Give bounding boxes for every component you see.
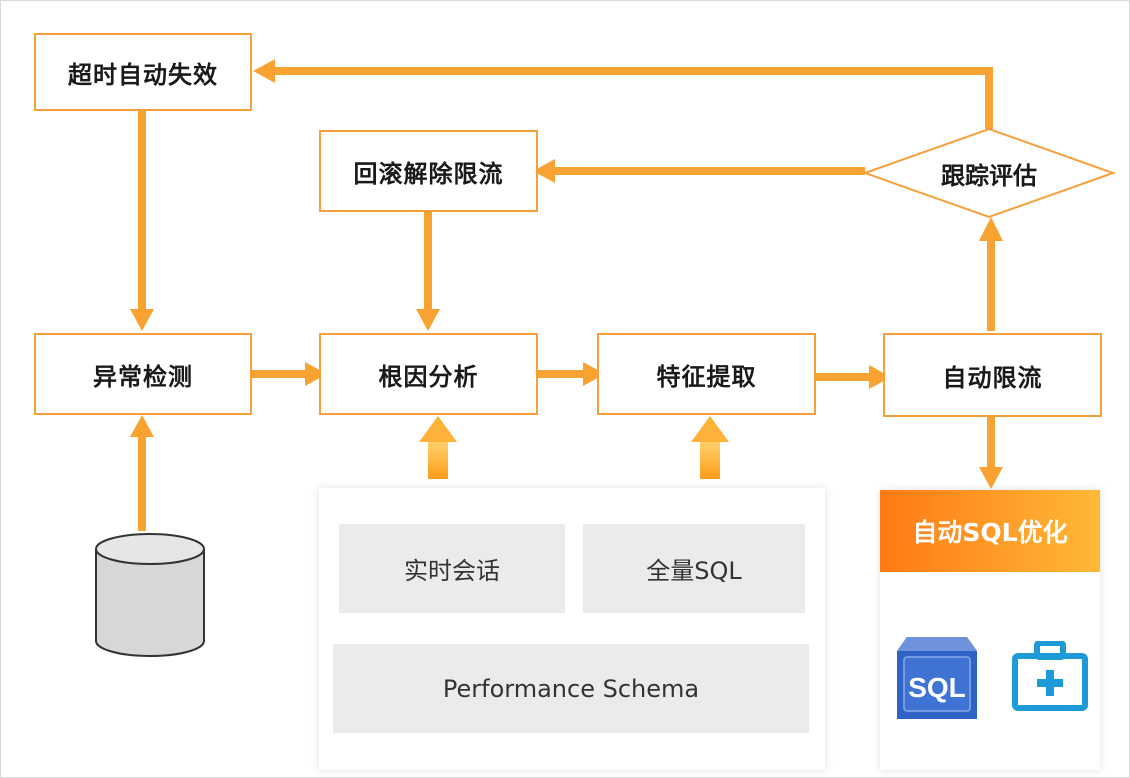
optimizer-title-label: 自动SQL优化 xyxy=(912,518,1068,547)
sql-file-icon: SQL xyxy=(897,637,977,719)
source-performance-schema-label: Performance Schema xyxy=(442,674,700,703)
feed-arrow-feature-shaft xyxy=(700,441,720,479)
arrowhead-flow-2 xyxy=(583,362,605,386)
first-aid-kit-icon xyxy=(1012,640,1088,711)
decision-diamond xyxy=(862,127,1116,219)
source-realtime-session-label: 实时会话 xyxy=(404,557,500,585)
arrowhead-rollback xyxy=(533,159,555,183)
node-timeout-expire-label: 超时自动失效 xyxy=(68,60,218,89)
node-timeout-expire: 超时自动失效 xyxy=(34,33,252,111)
node-root-cause: 根因分析 xyxy=(319,333,538,415)
source-full-sql: 全量SQL xyxy=(583,524,805,613)
optimizer-title: 自动SQL优化 xyxy=(880,490,1100,572)
arrowhead-optimize xyxy=(979,467,1003,489)
node-auto-throttle-label: 自动限流 xyxy=(942,363,1043,392)
sql-file-icon-text: SQL xyxy=(908,672,966,703)
arrowhead-rootcause xyxy=(416,309,440,331)
arrowhead-flow-3 xyxy=(869,365,891,389)
feed-arrow-feature-head xyxy=(691,416,729,442)
arrowhead-detect xyxy=(130,309,154,331)
arrowhead-timeout xyxy=(253,59,275,83)
source-full-sql-label: 全量SQL xyxy=(646,557,742,585)
node-tracking-eval: 跟踪评估 xyxy=(901,151,1077,195)
node-tracking-eval-label: 跟踪评估 xyxy=(941,161,1037,190)
node-feature-extract-label: 特征提取 xyxy=(656,362,757,391)
source-realtime-session: 实时会话 xyxy=(339,524,565,613)
node-rollback-unthrottle-label: 回滚解除限流 xyxy=(353,159,504,188)
arrowhead-eval xyxy=(979,217,1003,241)
feed-arrow-rootcause-head xyxy=(419,416,457,442)
source-performance-schema: Performance Schema xyxy=(333,644,809,733)
arrowhead-db-detect xyxy=(130,415,154,437)
node-root-cause-label: 根因分析 xyxy=(378,362,479,391)
feed-arrow-rootcause-shaft xyxy=(428,441,448,479)
node-rollback-unthrottle: 回滚解除限流 xyxy=(319,130,538,212)
node-anomaly-detect-label: 异常检测 xyxy=(93,362,193,391)
node-anomaly-detect: 异常检测 xyxy=(34,333,252,415)
arrow-eval-to-timeout xyxy=(273,67,993,129)
node-feature-extract: 特征提取 xyxy=(597,333,816,415)
node-auto-throttle: 自动限流 xyxy=(883,333,1102,417)
database-icon xyxy=(95,533,205,657)
arrowhead-flow-1 xyxy=(305,362,327,386)
